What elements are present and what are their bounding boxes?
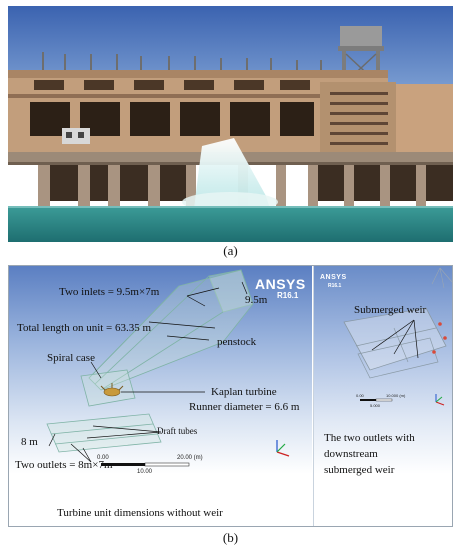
weir-model-geometry [343, 267, 452, 406]
label-two-inlets: Two inlets = 9.5m×7m [59, 286, 160, 298]
dam-photo [8, 6, 453, 242]
scale-bar-right [360, 398, 393, 402]
scale-tick-right-1: 5.000 [370, 403, 381, 408]
turbine-unit-view: ANSYS R16.1 Two inlets = 9.5m×7m 9.5m To… [9, 266, 312, 526]
caption-right-line-1: The two outlets with [324, 432, 415, 444]
caption-right-line-2: downstream [324, 448, 378, 460]
panel-a-label: (a) [223, 243, 238, 258]
rotor-icon [431, 267, 452, 289]
label-draft-tubes: Draft tubes [157, 426, 198, 436]
scale-tick-left-2: 20.00 (m) [177, 455, 203, 461]
panel-b-label: (b) [222, 530, 239, 545]
turbine-model-geometry [46, 269, 290, 467]
label-spiral-case: Spiral case [47, 352, 95, 364]
label-penstock: penstock [217, 336, 257, 348]
label-two-outlets: Two outlets = 8m×7m [15, 459, 113, 471]
ansys-version-right: R16.1 [328, 283, 342, 289]
label-outlet-height: 8 m [21, 436, 38, 448]
scale-tick-left-0: 0.00 [97, 455, 109, 461]
ansys-logo-left: ANSYS [255, 276, 306, 292]
scale-tick-right-0: 0.00 [356, 393, 364, 398]
label-runner-diameter: Runner diameter = 6.6 m [189, 401, 300, 413]
dam-photo-illustration [8, 6, 453, 242]
label-total-length: Total length on unit = 63.35 m [17, 322, 152, 334]
axis-triad-left-icon [276, 440, 290, 457]
weir-view: ANSYS R16.1 Submerged weir 0.00 10.000 (… [313, 266, 452, 526]
scale-tick-right-2: 10.000 (m) [386, 393, 406, 398]
label-submerged-weir: Submerged weir [354, 304, 427, 316]
label-kaplan-turbine: Kaplan turbine [211, 386, 277, 398]
axis-triad-right-icon [435, 394, 445, 406]
kaplan-runner-icon [100, 383, 124, 397]
ansys-version-left: R16.1 [277, 291, 299, 300]
ansys-logo-right: ANSYS [320, 274, 347, 281]
caption-right-line-3: submerged weir [324, 464, 395, 476]
label-inlet-height: 9.5m [245, 294, 268, 306]
ansys-figure: ANSYS R16.1 Two inlets = 9.5m×7m 9.5m To… [8, 265, 453, 527]
scale-bar-left [101, 462, 190, 467]
caption-left: Turbine unit dimensions without weir [57, 507, 223, 519]
scale-tick-left-1: 10.00 [137, 469, 153, 475]
